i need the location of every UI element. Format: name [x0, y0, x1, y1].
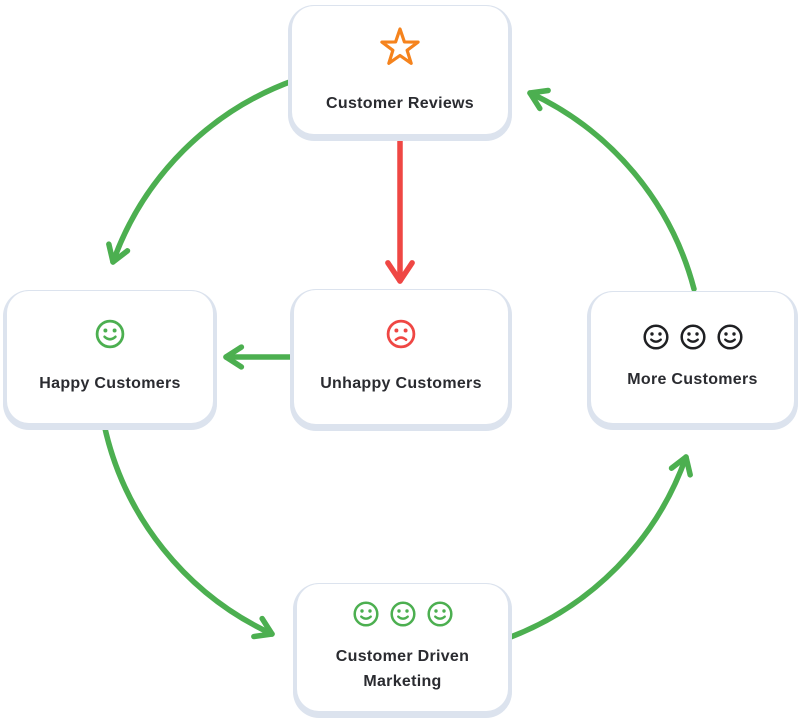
node-customer-reviews: Customer Reviews [292, 6, 508, 134]
node-more-customers: More Customers [591, 292, 794, 423]
node-label: Customer Reviews [326, 94, 474, 112]
node-label: Happy Customers [39, 374, 181, 392]
sad-face-icon [385, 318, 417, 355]
edge-marketing-to-more [505, 454, 693, 641]
star-icon [377, 24, 423, 75]
three-happy-faces-icon [642, 323, 744, 351]
three-happy-faces-icon [352, 600, 454, 628]
edge-happy-to-marketing [101, 421, 275, 640]
node-label: More Customers [627, 370, 758, 388]
node-customer-driven-marketing: Customer Driven Marketing [297, 584, 508, 711]
happy-face-icon [94, 318, 126, 355]
node-happy-customers: Happy Customers [7, 291, 213, 423]
node-unhappy-customers: Unhappy Customers [294, 290, 508, 424]
edge-reviews-to-happy [106, 77, 298, 265]
node-label: Customer Driven Marketing [335, 648, 470, 690]
node-label: Unhappy Customers [320, 374, 482, 392]
edge-more-to-reviews [527, 87, 697, 292]
